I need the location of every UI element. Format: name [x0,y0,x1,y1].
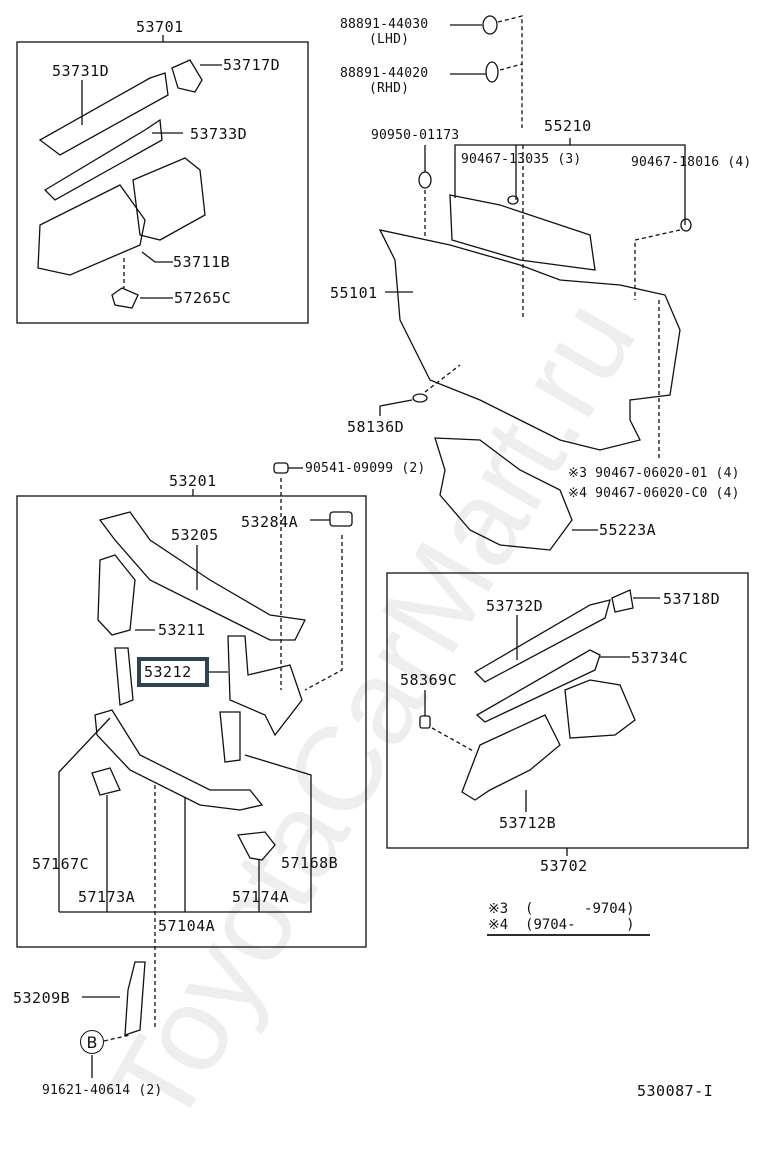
part-88891-44030-shape [482,15,498,35]
label-53201[interactable]: 53201 [169,472,217,490]
label-53734C[interactable]: 53734C [631,649,689,667]
label-58136D[interactable]: 58136D [347,418,405,436]
part-53205-shape [98,511,306,641]
label-90467-06020-C0[interactable]: ※4 90467-06020-C0 (4) [568,486,740,501]
label-53702[interactable]: 53702 [540,857,588,875]
label-90541-09099[interactable]: 90541-09099 (2) [305,461,426,476]
label-53701[interactable]: 53701 [136,18,184,36]
label-57173A[interactable]: 57173A [78,888,136,906]
part-53712b-shape [461,714,561,801]
group-box-53201 [16,495,367,948]
label-53733D[interactable]: 53733D [190,125,248,143]
label-53712B[interactable]: 53712B [499,814,557,832]
label-55223A[interactable]: 55223A [599,521,657,539]
label-57167C[interactable]: 57167C [32,855,90,873]
label-57104A[interactable]: 57104A [158,917,216,935]
diagram-id: 530087-I [637,1082,714,1100]
label-55210[interactable]: 55210 [544,117,592,135]
part-53734c-shape [475,649,601,723]
label-90950-01173[interactable]: 90950-01173 [371,128,460,143]
label-57168B[interactable]: 57168B [281,854,339,872]
part-53211-shape [97,554,136,636]
part-57265c-shape [111,287,139,309]
reference-b-marker[interactable]: B [80,1030,104,1054]
part-apron-right-shape [564,679,636,739]
label-55101[interactable]: 55101 [330,284,378,302]
part-57168b-shape [219,711,241,763]
group-box-53701 [16,41,309,324]
label-53205[interactable]: 53205 [171,526,219,544]
label-90467-13035[interactable]: 90467-13035 (3) [461,152,582,167]
label-lhd: (LHD) [369,32,410,47]
label-53209B[interactable]: 53209B [13,989,71,1007]
label-58369C[interactable]: 58369C [400,671,458,689]
note-4-date-range: ※4 (9704- ) [488,917,635,933]
label-90467-06020-01[interactable]: ※3 90467-06020-01 (4) [568,466,740,481]
part-58369c-shape [419,715,431,729]
label-53212[interactable]: 53212 [144,663,192,681]
part-57174a-shape [236,831,276,861]
part-88891-44020-shape [485,61,499,83]
label-53732D[interactable]: 53732D [486,597,544,615]
note-3-date-range: ※3 ( -9704) [488,901,635,917]
part-53711b-shape [37,184,146,276]
part-53731d-shape [38,72,169,156]
part-53718d-shape [611,589,634,613]
highlight-box-53212 [137,657,209,687]
part-53717d-shape [171,59,203,93]
part-53212-right-shape [227,635,303,737]
label-53718D[interactable]: 53718D [663,590,721,608]
label-57265C[interactable]: 57265C [174,289,232,307]
parts-diagram-lines [16,15,749,1078]
label-90467-18016[interactable]: 90467-18016 (4) [631,155,752,170]
label-53731D[interactable]: 53731D [52,62,110,80]
label-88891-44020[interactable]: 88891-44020 [340,66,429,81]
label-53717D[interactable]: 53717D [223,56,281,74]
bracket-57167c [58,717,111,912]
label-53711B[interactable]: 53711B [173,253,231,271]
part-apron-shape [132,157,206,241]
label-57174A[interactable]: 57174A [232,888,290,906]
label-53284A[interactable]: 53284A [241,513,299,531]
part-57167c-shape [91,767,121,796]
part-53284a-shape [329,511,353,527]
label-rhd: (RHD) [369,81,410,96]
label-53211[interactable]: 53211 [158,621,206,639]
part-53732d-shape [473,599,611,683]
part-53733d-shape [43,118,163,201]
label-88891-44030[interactable]: 88891-44030 [340,17,429,32]
part-55210-shape [449,194,596,271]
part-53209b-shape [124,961,146,1036]
part-55223a-shape [434,437,573,551]
part-55101-shape [378,229,681,451]
part-57104a-shape [94,709,264,811]
label-91621-40614[interactable]: 91621-40614 (2) [42,1083,163,1098]
part-53212-left-shape [114,647,134,706]
